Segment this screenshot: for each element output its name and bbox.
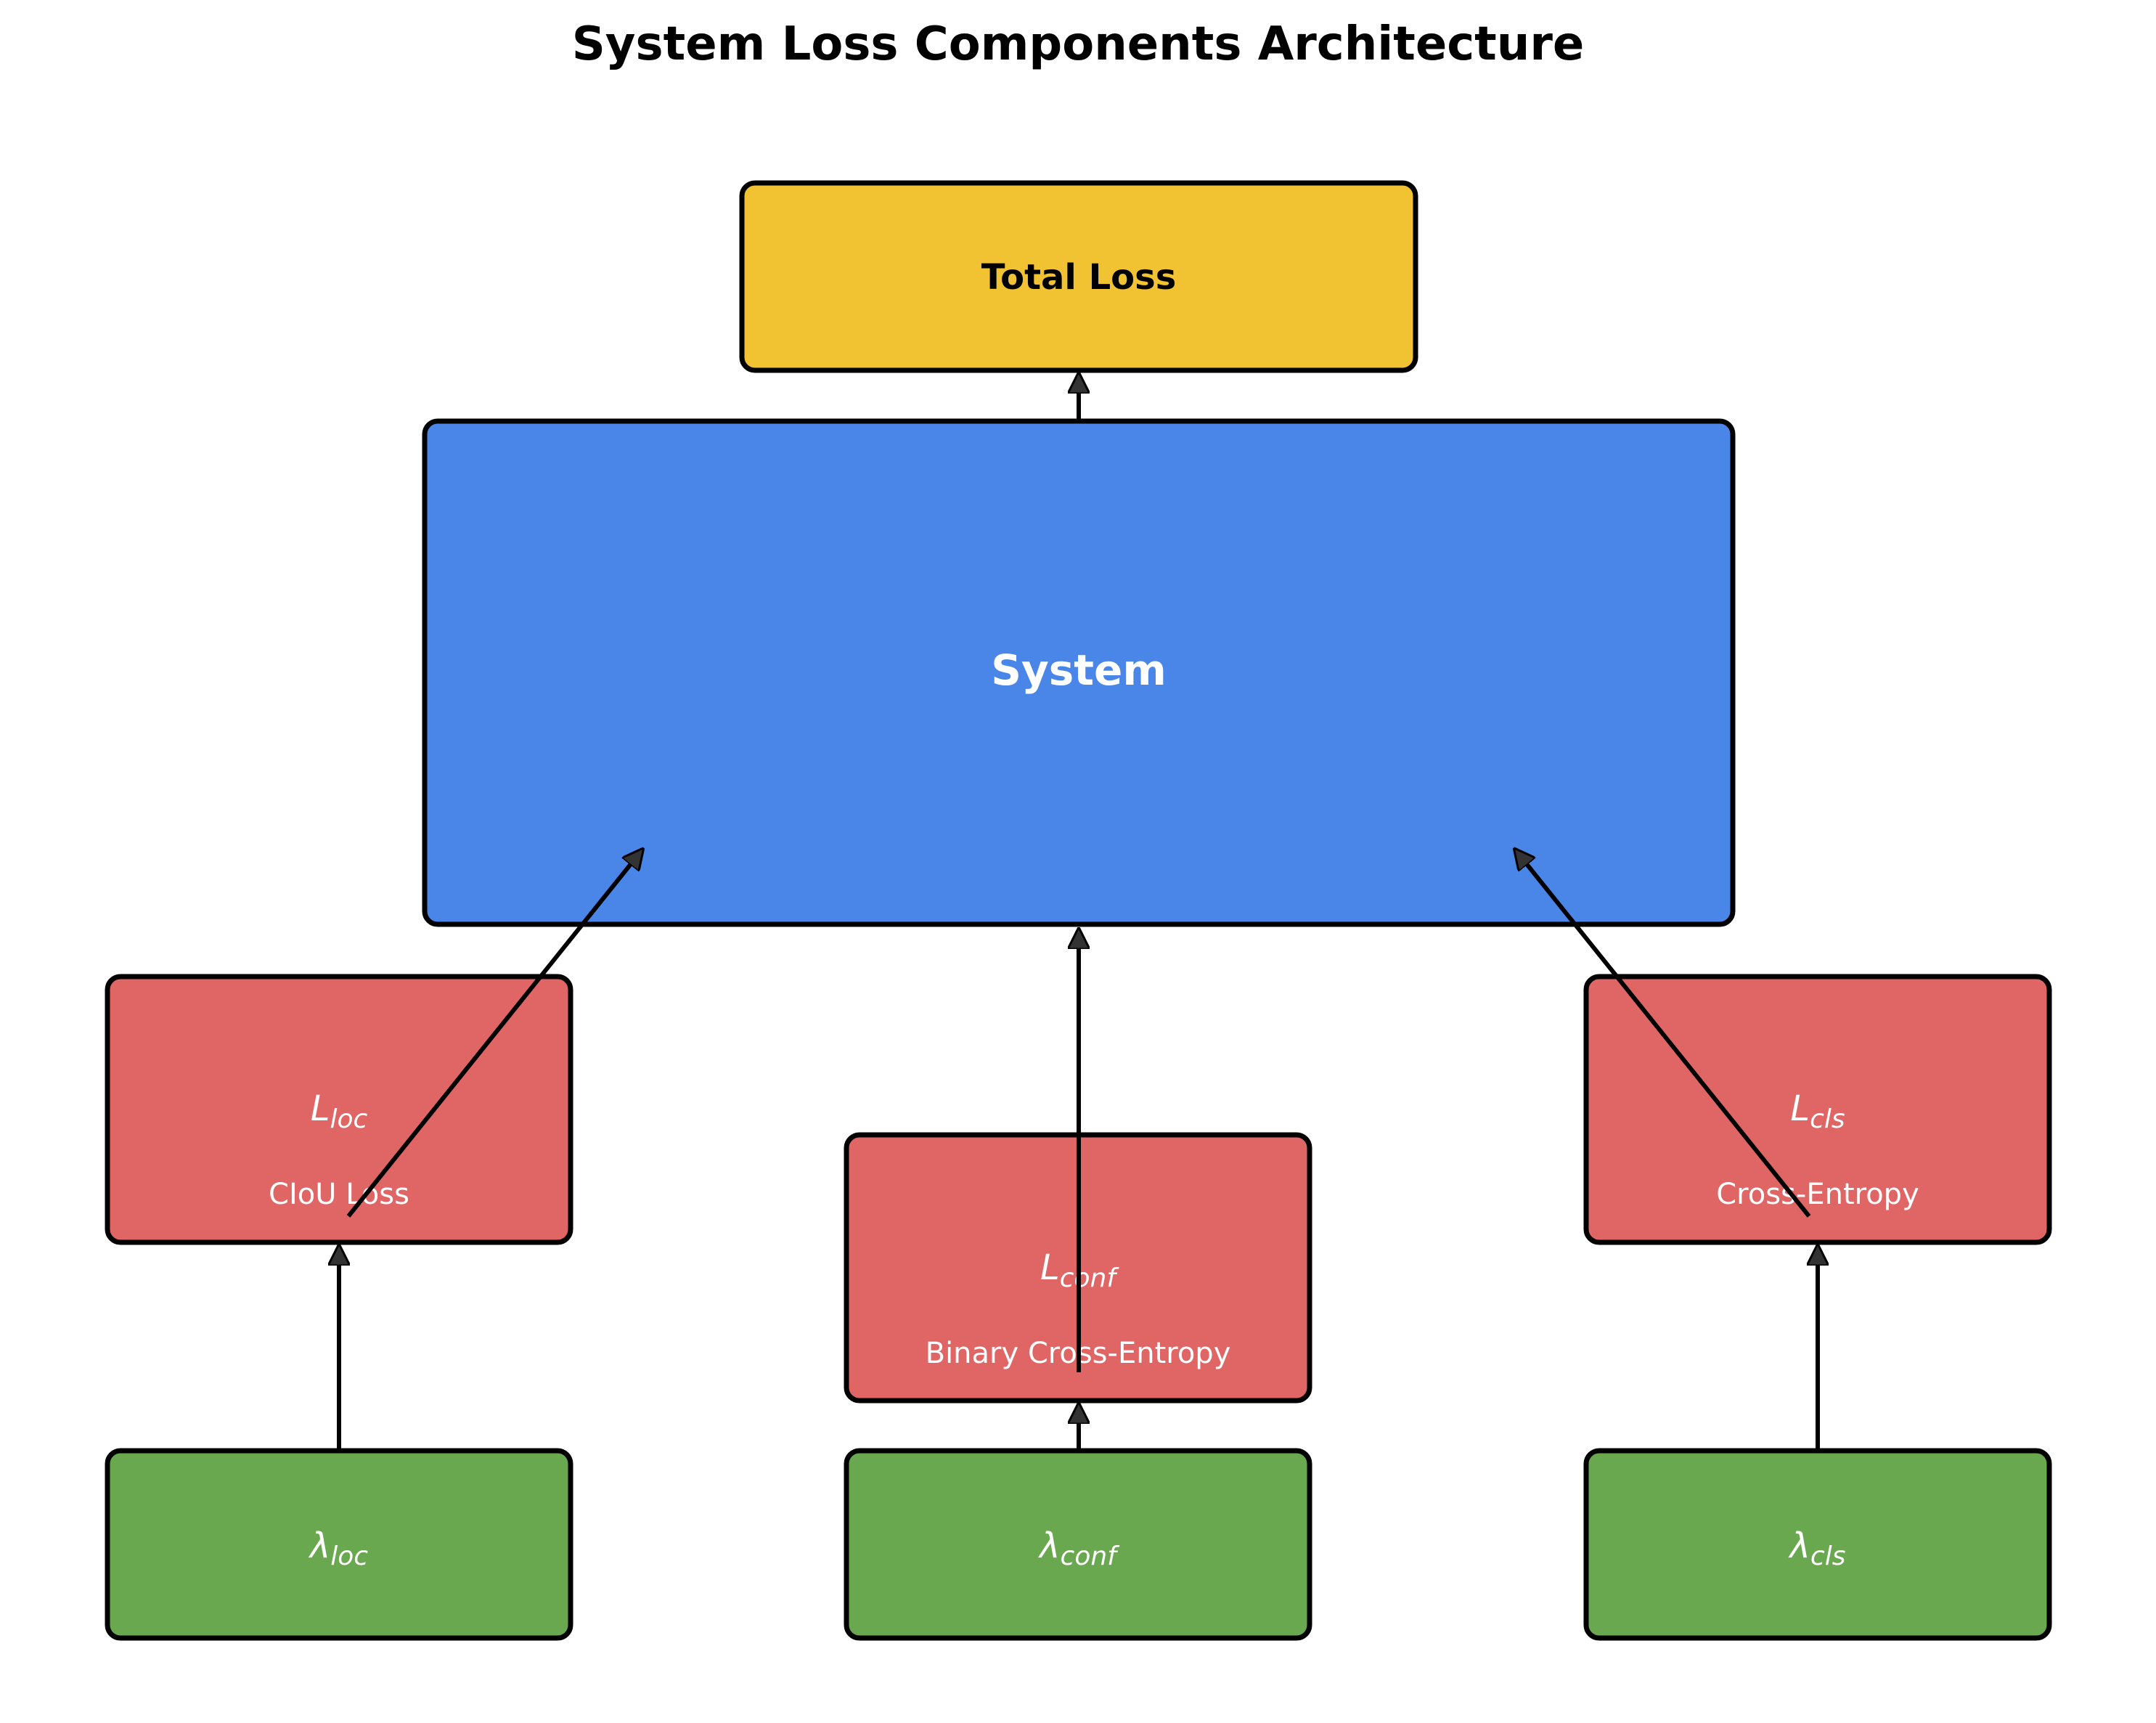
loss-loc-node: Lloc CIoU Loss [105,974,573,1245]
weight-cls-node: λcls [1583,1448,2052,1641]
diagram-title: System Loss Components Architecture [572,17,1585,71]
loss-loc-symbol: Lloc [311,1088,368,1134]
total-loss-label: Total Loss [981,257,1177,298]
loss-loc-desc: CIoU Loss [269,1178,409,1211]
system-label: System [991,645,1167,695]
loss-cls-symbol: Lcls [1790,1088,1845,1134]
arrow-cls-to-system [1515,850,1811,1218]
loss-loc-box [105,974,573,1245]
total-loss-node: Total Loss [739,180,1418,373]
total-loss-box [739,180,1418,373]
weight-conf-node: λconf [844,1448,1312,1641]
weight-conf-symbol: λconf [1037,1526,1120,1571]
loss-cls-box [1583,974,2052,1245]
loss-conf-symbol: Lconf [1040,1247,1119,1293]
system-node: System [422,418,1736,927]
weight-loc-symbol: λloc [308,1526,368,1571]
weight-cls-symbol: λcls [1788,1526,1846,1571]
loss-cls-node: Lcls Cross-Entropy [1583,974,2052,1245]
weight-loc-node: λloc [105,1448,573,1641]
arrow-loc-to-system [346,850,642,1218]
loss-cls-desc: Cross-Entropy [1716,1178,1919,1211]
